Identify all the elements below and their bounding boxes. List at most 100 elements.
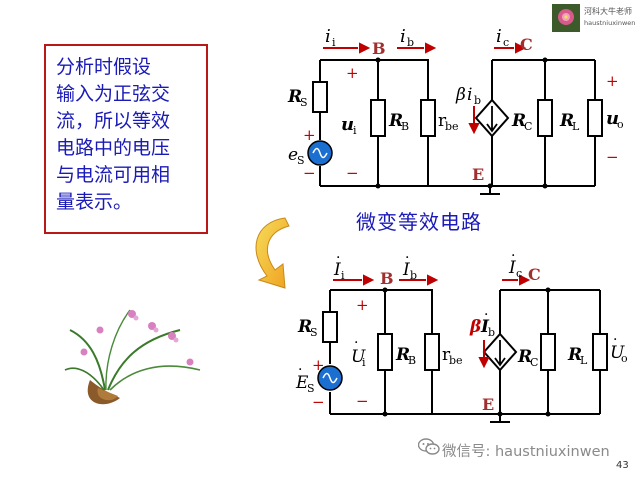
logo-name: 河科大牛老师: [584, 7, 632, 16]
explanation-line: 流，所以等效: [56, 110, 171, 132]
label-uo-sub: o: [621, 352, 628, 365]
label-uo: U: [610, 343, 625, 363]
label-rb-sub: B: [408, 354, 416, 367]
node-b: B: [372, 39, 386, 58]
dependent-source-arrow-icon: [494, 340, 506, 367]
node-e: E: [482, 395, 494, 414]
label-rc: R: [517, 347, 532, 367]
dot-ic: ·: [511, 248, 515, 264]
label-beta-i: i: [467, 85, 472, 105]
junction-dot: [375, 183, 381, 189]
label-rbe: r: [438, 111, 447, 131]
label-ib-sub: b: [407, 36, 414, 49]
junction-dot: [545, 287, 551, 293]
junction-dot: [382, 411, 388, 417]
junction-dot: [497, 411, 503, 417]
label-rbe-sub: be: [449, 354, 463, 367]
label-ui: u: [341, 114, 354, 135]
label-uo: u: [606, 108, 619, 129]
label-rl: R: [559, 111, 574, 131]
wechat-icon: [418, 438, 440, 455]
explanation-line: 与电流可用相: [56, 164, 171, 186]
dot-es: ·: [298, 362, 302, 378]
dot-ii: ·: [336, 250, 340, 266]
junction-dot: [375, 57, 381, 63]
explanation-line: 输入为正弦交: [56, 83, 171, 105]
node-c: C: [520, 35, 533, 54]
label-ii: i: [325, 26, 331, 47]
resistor-rc: [540, 333, 556, 371]
junction-dot: [487, 183, 493, 189]
ui-minus: −: [356, 392, 369, 410]
dependent-source-arrow-icon: [486, 106, 498, 133]
explanation-box: 分析时假设 输入为正弦交 流，所以等效 电路中的电压 与电流可用相 量表示。: [44, 44, 208, 234]
label-uo-sub: o: [617, 118, 624, 131]
dot-uo: ·: [613, 332, 617, 348]
junction-dot: [545, 411, 551, 417]
resistor-rl: [592, 333, 608, 371]
label-es-sub: S: [307, 382, 315, 395]
label-ib: i: [400, 26, 406, 47]
explanation-line: 量表示。: [56, 191, 133, 213]
resistor-rbe: [420, 99, 436, 137]
label-rs-sub: S: [300, 96, 308, 109]
resistor-rs: [312, 81, 328, 113]
dot-ui: ·: [354, 335, 358, 351]
label-ic: i: [496, 26, 502, 47]
label-rs: R: [287, 87, 302, 107]
source-plus: +: [303, 126, 316, 144]
ui-plus: +: [346, 64, 359, 82]
label-es: E: [295, 373, 309, 393]
label-rl-sub: L: [580, 354, 588, 367]
label-rs: R: [297, 317, 312, 337]
label-rc: R: [511, 111, 526, 131]
ui-minus: −: [346, 164, 359, 182]
explanation-line: 分析时假设: [56, 56, 152, 78]
current-arrows: [333, 274, 531, 369]
source-minus: −: [312, 393, 325, 411]
wechat-watermark: 微信号: haustniuxinwen: [442, 444, 610, 460]
node-c: C: [528, 265, 541, 284]
current-arrows: [323, 42, 527, 135]
label-ic: I: [508, 258, 516, 278]
label-rc-sub: C: [524, 120, 532, 133]
label-ic-sub: c: [516, 267, 522, 280]
label-ib: I: [402, 260, 410, 280]
label-ui-sub: i: [353, 124, 357, 137]
resistor-rc: [537, 99, 553, 137]
junction-dot: [542, 57, 548, 63]
label-ui: U: [351, 347, 366, 367]
label-es: e: [288, 145, 298, 165]
resistors: [322, 311, 608, 371]
label-ii: I: [333, 260, 341, 280]
label-beta-i: I: [480, 317, 490, 337]
page-number: 43: [616, 460, 629, 471]
logo-subtitle: haustniuxinwen: [584, 19, 636, 27]
label-beta-sub: b: [474, 94, 481, 107]
uo-plus: +: [606, 72, 619, 90]
node-b: B: [380, 269, 394, 288]
flower-logo-icon: [552, 4, 580, 32]
resistors: [312, 81, 603, 137]
resistor-rb: [377, 333, 393, 371]
label-ib-sub: b: [410, 269, 417, 282]
label-rs-sub: S: [310, 326, 318, 339]
label-ii-sub: i: [341, 269, 345, 282]
dot-ib: ·: [405, 250, 409, 266]
label-rl: R: [567, 345, 582, 365]
curved-arrow-icon: [255, 217, 290, 289]
logo: 河科大牛老师 haustniuxinwen: [552, 4, 636, 34]
label-es-sub: S: [297, 154, 305, 167]
label-ii-sub: i: [332, 36, 336, 49]
orchid-decoration-icon: [64, 309, 201, 405]
diagram-caption: 微变等效电路: [356, 210, 482, 234]
resistor-rb: [370, 99, 386, 137]
label-beta: β: [455, 85, 466, 105]
resistor-rbe: [424, 333, 440, 371]
label-rl-sub: L: [572, 120, 580, 133]
sine-wave-icon: [322, 372, 338, 384]
label-beta: β: [469, 317, 481, 337]
source-plus: +: [312, 356, 325, 374]
